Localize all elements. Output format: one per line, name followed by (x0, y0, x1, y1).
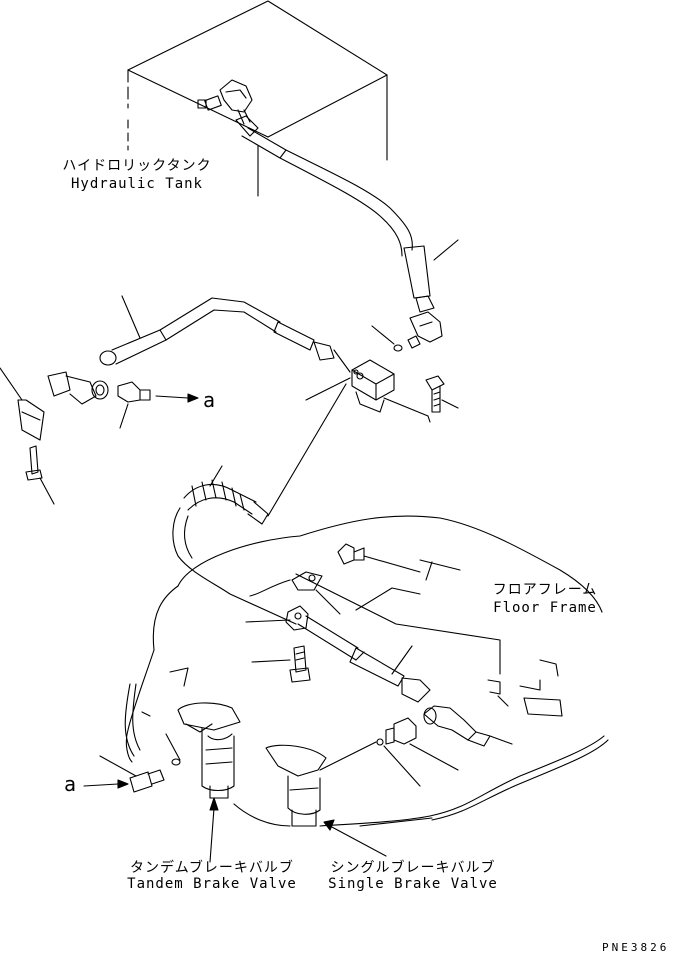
connection-a-upper: a (203, 388, 216, 412)
hose-middle-upper (100, 296, 350, 372)
adapter-lower (377, 718, 458, 786)
elbow-fitting-lower (424, 706, 512, 746)
arrow-a-upper (156, 394, 198, 402)
floor-frame-label-jp: フロアフレーム (492, 582, 598, 598)
clip-upper (292, 572, 340, 614)
hose-to-a-lower (100, 684, 164, 792)
adapter-a (118, 382, 150, 428)
hydraulic-tank (128, 1, 387, 160)
bolt-block (426, 376, 458, 412)
floor-frame (126, 516, 608, 826)
clip-lower (246, 606, 308, 630)
tank-outlet-elbow (198, 80, 252, 124)
elbow-fitting-upper (372, 312, 442, 351)
bolt-floor (338, 544, 420, 572)
hydraulic-tank-label-en: Hydraulic Tank (70, 176, 203, 192)
manifold-block (306, 360, 430, 422)
floor-frame-label-en: Floor Frame (493, 600, 597, 616)
hose-tank-to-block (236, 116, 458, 312)
leader-single (324, 820, 386, 856)
tandem-brake-valve-label-jp: タンデムブレーキバルブ (130, 860, 294, 876)
tandem-brake-valve-label-en: Tandem Brake Valve (127, 876, 297, 892)
connection-a-lower: a (64, 772, 77, 796)
drawing-code: PNE3826 (602, 941, 670, 954)
leader-tandem (210, 798, 218, 862)
left-bracket (0, 368, 54, 504)
tandem-brake-valve (166, 703, 240, 798)
corrugated-hose (173, 384, 346, 624)
arrow-a-lower (84, 780, 128, 788)
left-elbow-fitting (48, 372, 108, 404)
single-brake-valve-label-en: Single Brake Valve (328, 876, 498, 892)
hose-lower (298, 616, 430, 702)
single-brake-valve-label-jp: シングルブレーキバルブ (330, 860, 496, 876)
bolt-lower (252, 646, 310, 682)
hydraulic-tank-label-jp: ハイドロリックタンク (62, 158, 212, 174)
single-brake-valve (266, 742, 376, 826)
